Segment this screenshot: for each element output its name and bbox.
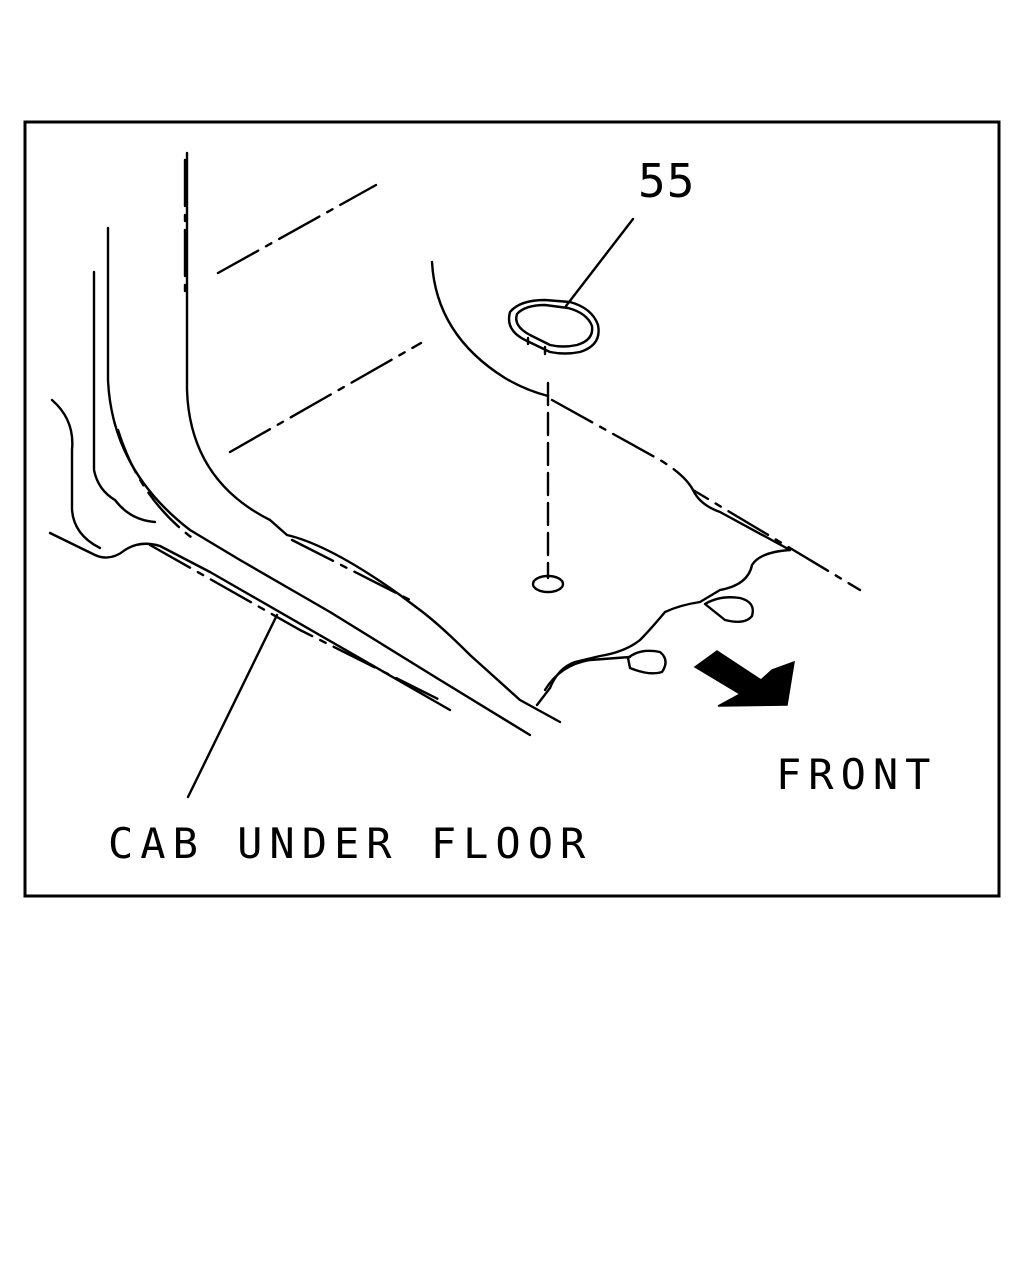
callout-leader-55 xyxy=(564,217,635,308)
diagram-frame xyxy=(23,120,1001,898)
grommet-55: 55 xyxy=(507,154,695,594)
part-label-group: CAB UNDER FLOOR xyxy=(108,613,592,868)
front-label: FRONT xyxy=(776,750,937,799)
oval-plug-icon xyxy=(507,298,600,356)
front-direction: FRONT xyxy=(693,650,937,799)
mounting-hole xyxy=(531,574,565,594)
floor-panel xyxy=(430,260,792,707)
cab-under-floor-label: CAB UNDER FLOOR xyxy=(108,819,592,868)
cab-pillar xyxy=(48,151,562,737)
part-leader-line xyxy=(186,613,279,799)
front-arrow-icon xyxy=(693,650,795,707)
callout-number: 55 xyxy=(638,154,695,208)
